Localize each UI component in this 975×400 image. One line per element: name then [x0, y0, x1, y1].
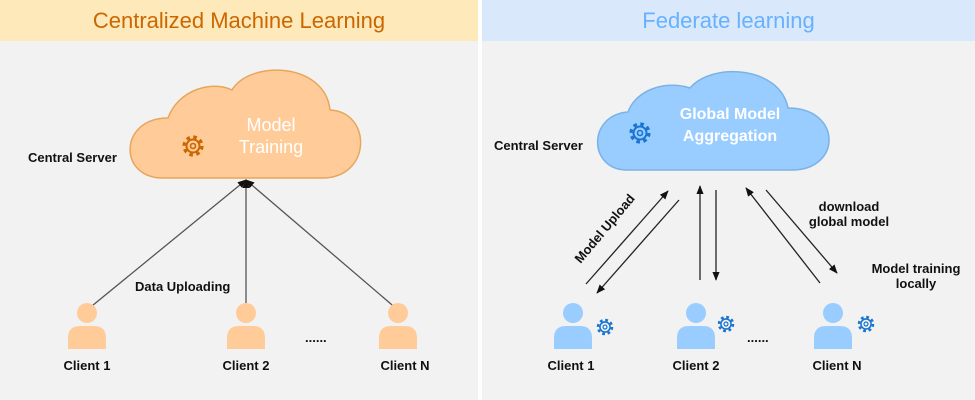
right-clientN-label: Client N: [812, 358, 862, 373]
left-cloud-text-line2: Training: [238, 137, 304, 157]
left-central-server-label: Central Server: [28, 150, 117, 165]
right-local-training-label: Model training locally: [862, 261, 970, 291]
right-download-arrow-clientN: [765, 189, 838, 274]
right-cloud-text-line1: Global Model: [679, 106, 781, 123]
right-download-label: download global model: [794, 199, 904, 229]
left-upload-line-clientN: [245, 179, 399, 311]
right-upload-arrow-clientN: [745, 187, 821, 284]
right-ellipsis: ......: [747, 330, 769, 345]
left-edge-label: Data Uploading: [135, 279, 231, 294]
left-client1-label: Client 1: [63, 358, 111, 373]
right-cloud-text: Global Model Aggregation: [655, 104, 805, 148]
left-ellipsis: ......: [305, 330, 327, 345]
right-local-label-line2: locally: [895, 276, 937, 291]
right-cloud: [596, 71, 830, 171]
left-title: Centralized Machine Learning: [0, 0, 478, 41]
left-cloud-text: Model Training: [226, 114, 316, 158]
right-download-label-line2: global model: [808, 214, 890, 229]
right-title: Federate learning: [482, 0, 975, 41]
right-client1-label: Client 1: [547, 358, 595, 373]
left-client2-label: Client 2: [222, 358, 270, 373]
right-download-arrow-client1: [596, 199, 680, 294]
left-upload-line-client1: [86, 179, 247, 311]
right-client2-label: Client 2: [672, 358, 720, 373]
right-local-label-line1: Model training: [871, 261, 961, 276]
right-download-label-line1: download: [818, 199, 880, 214]
right-central-server-label: Central Server: [494, 138, 583, 153]
right-upload-arrow-client1: [585, 190, 669, 285]
left-cloud-text-line1: Model: [246, 115, 296, 135]
left-clientN-label: Client N: [380, 358, 430, 373]
right-cloud-text-line2: Aggregation: [682, 128, 778, 145]
